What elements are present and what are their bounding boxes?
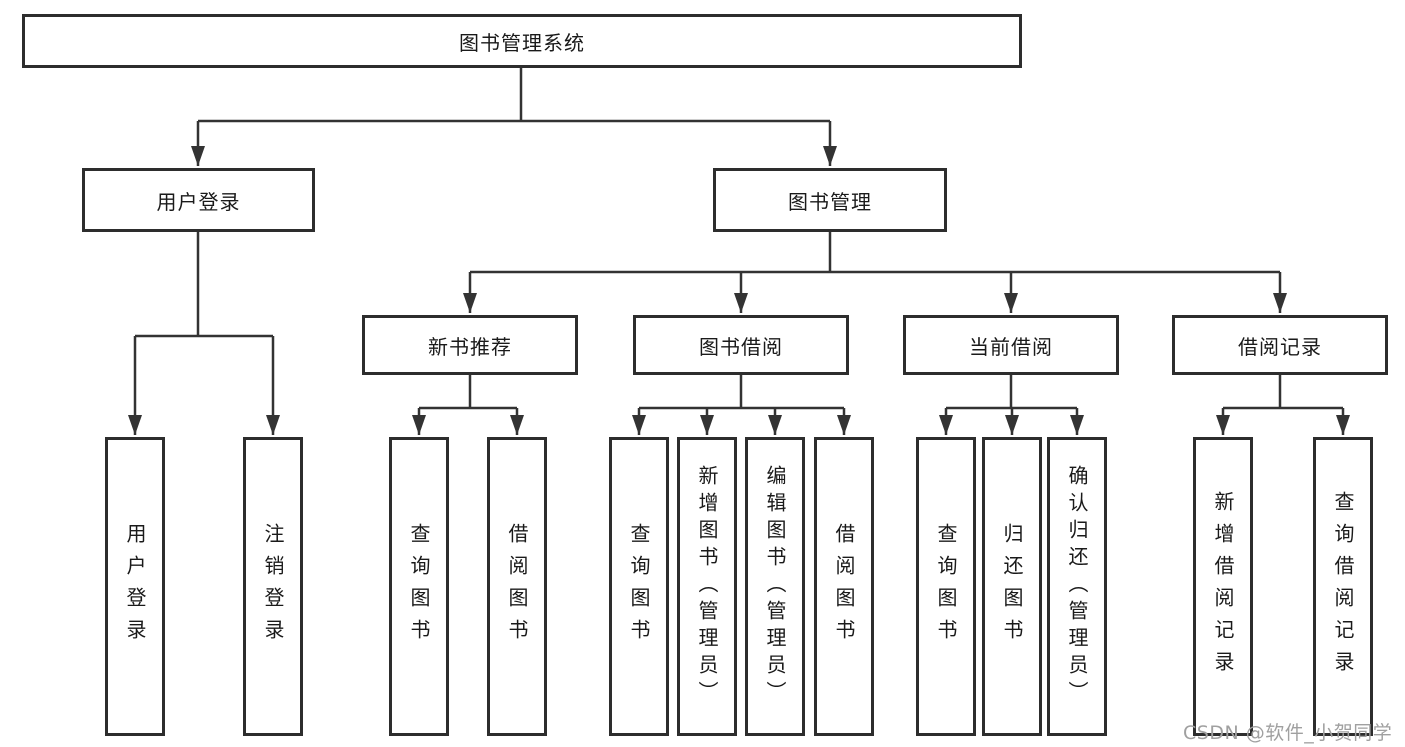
leaf-cb-query-books: 查询图书: [916, 437, 976, 736]
leaf-newrec-borrow-books: 借阅图书: [487, 437, 547, 736]
node-new-book-recommendation: 新书推荐: [362, 315, 578, 375]
leaf-cb-confirm-return-admin: 确认归还（管理员）: [1047, 437, 1107, 736]
node-book-management: 图书管理: [713, 168, 947, 232]
leaf-br-add-record: 新增借阅记录: [1193, 437, 1253, 736]
node-library-management-system: 图书管理系统: [22, 14, 1022, 68]
leaf-cb-return-books: 归还图书: [982, 437, 1042, 736]
node-book-borrowing: 图书借阅: [633, 315, 849, 375]
leaf-user-login: 用户登录: [105, 437, 165, 736]
leaf-bb-edit-books-admin: 编辑图书（管理员）: [745, 437, 805, 736]
node-user-login: 用户登录: [82, 168, 315, 232]
leaf-newrec-query-books: 查询图书: [389, 437, 449, 736]
leaf-bb-query-books: 查询图书: [609, 437, 669, 736]
leaf-bb-add-books-admin: 新增图书（管理员）: [677, 437, 737, 736]
leaf-bb-borrow-books: 借阅图书: [814, 437, 874, 736]
node-borrowing-records: 借阅记录: [1172, 315, 1388, 375]
watermark: CSDN @软件_小贺同学: [1183, 722, 1393, 744]
leaf-br-query-record: 查询借阅记录: [1313, 437, 1373, 736]
node-current-borrowing: 当前借阅: [903, 315, 1119, 375]
leaf-logout-login: 注销登录: [243, 437, 303, 736]
